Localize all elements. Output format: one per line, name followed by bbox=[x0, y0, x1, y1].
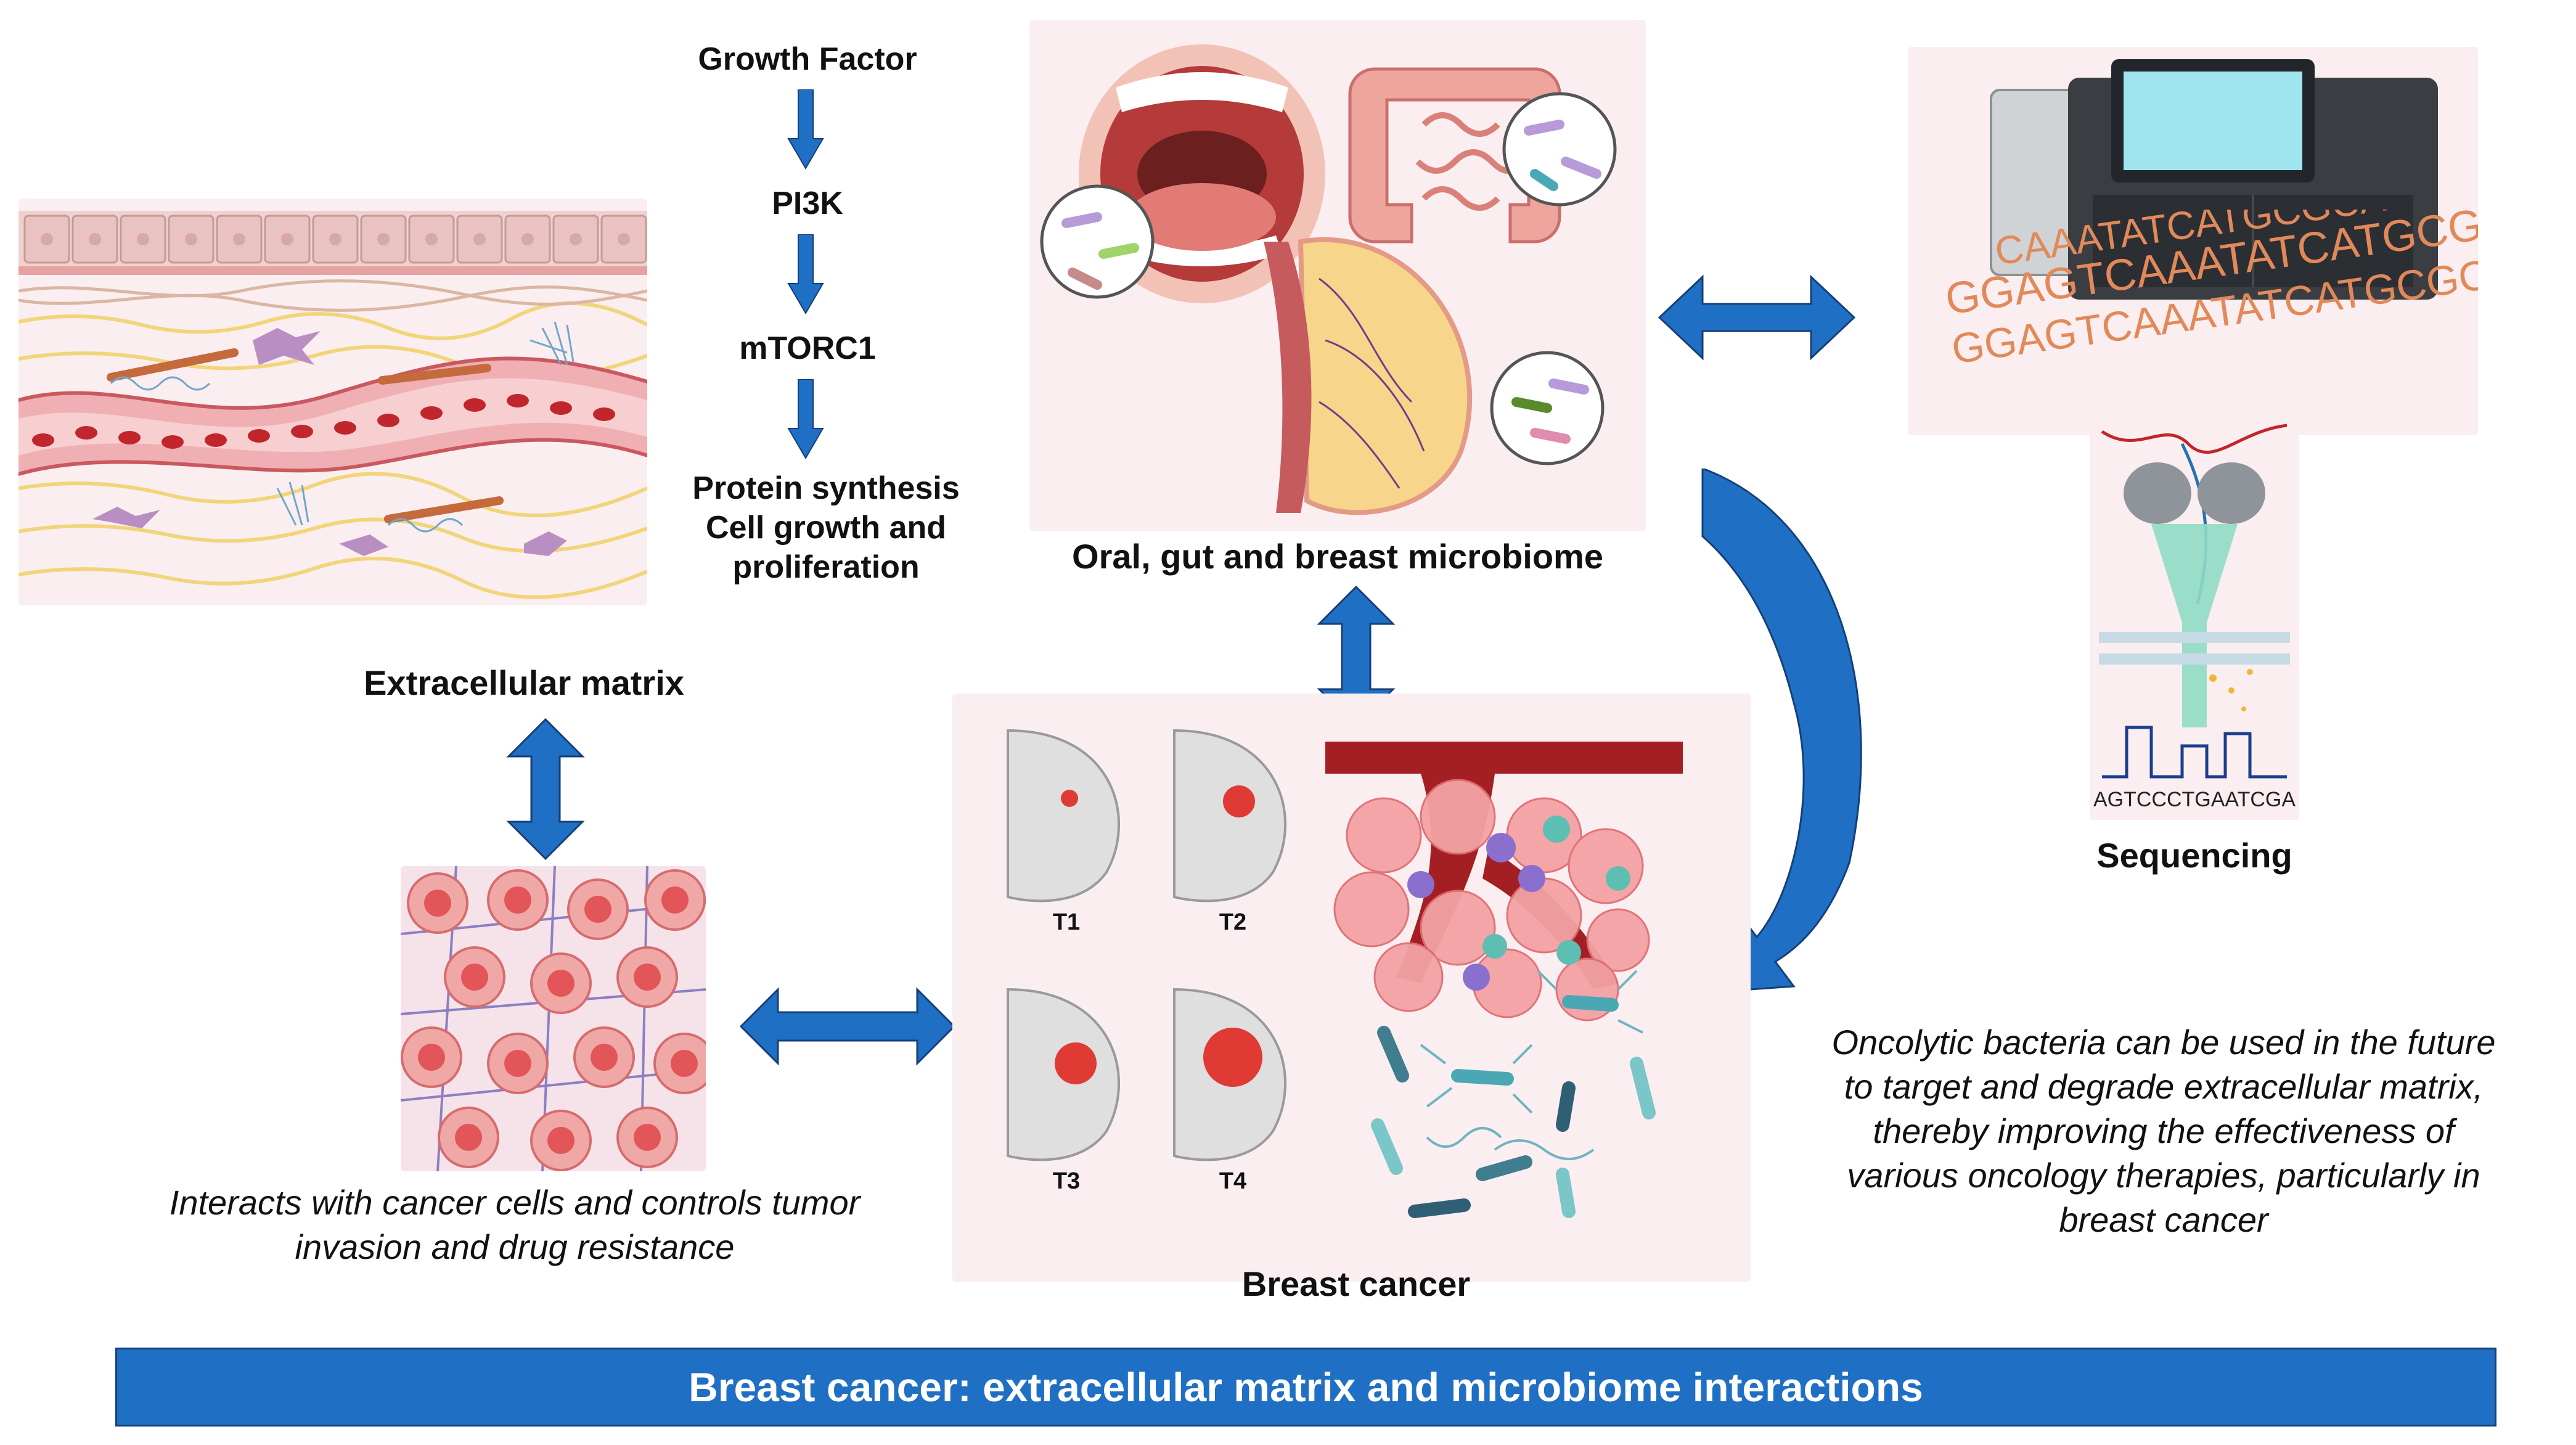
label-microbiome: Oral, gut and breast microbiome bbox=[1072, 537, 1603, 576]
curved-arrow-to-cancer bbox=[1701, 469, 1886, 1023]
caption-oncolytic-bacteria: Oncolytic bacteria can be used in the fu… bbox=[1763, 1020, 2564, 1242]
pathway-outcome-line: Cell growth and bbox=[706, 510, 946, 546]
pathway-outcome: Protein synthesis Cell growth and prolif… bbox=[647, 469, 1005, 587]
breast-cancer-illustration: T1 T2 T3 T4 bbox=[952, 694, 1751, 1282]
pathway-outcome-line: Protein synthesis bbox=[692, 470, 960, 506]
pathway-down-arrow bbox=[787, 379, 824, 459]
label-sequencing: Sequencing bbox=[2096, 836, 2292, 875]
label-extracellular-matrix: Extracellular matrix bbox=[364, 663, 684, 702]
microbiome-sequencing-double-arrow bbox=[1658, 274, 1855, 361]
pathway-down-arrow bbox=[787, 89, 824, 170]
caption-ecm-role-line: invasion and drug resistance bbox=[295, 1227, 735, 1266]
nanopore-illustration: AGTCCCTGAATCGA bbox=[2090, 419, 2299, 820]
stage-label-t1: T1 bbox=[1052, 909, 1081, 935]
microbiome-illustration bbox=[1029, 20, 1646, 531]
stage-label-t3: T3 bbox=[1052, 1168, 1081, 1194]
ecm-tissue-illustration bbox=[18, 199, 647, 605]
caption-oncolytic-line: thereby improving the effectiveness of bbox=[1873, 1111, 2455, 1150]
caption-oncolytic-line: Oncolytic bacteria can be used in the fu… bbox=[1831, 1023, 2496, 1062]
sequencer-illustration bbox=[1908, 47, 2478, 435]
ecm-cells-illustration bbox=[401, 866, 706, 1171]
ecm-cancer-double-arrow bbox=[740, 986, 955, 1066]
caption-oncolytic-line: breast cancer bbox=[2059, 1200, 2268, 1239]
stage-label-t4: T4 bbox=[1219, 1168, 1247, 1194]
caption-oncolytic-line: various oncology therapies, particularly… bbox=[1847, 1156, 2480, 1195]
caption-ecm-role: Interacts with cancer cells and controls… bbox=[74, 1181, 955, 1269]
pathway-down-arrow bbox=[787, 234, 824, 314]
title-banner: Breast cancer: extracellular matrix and … bbox=[115, 1348, 2496, 1427]
caption-oncolytic-line: to target and degrade extracellular matr… bbox=[1844, 1067, 2484, 1106]
label-breast-cancer: Breast cancer bbox=[1241, 1264, 1471, 1303]
pathway-outcome-line: proliferation bbox=[732, 549, 920, 585]
ecm-vertical-double-arrow bbox=[505, 718, 586, 860]
pathway-step-pi3k: PI3K bbox=[772, 186, 843, 221]
dna-sequence-strands: CAAATATCATGCGCAT GGAGTCAAATATCATGCG GGAG… bbox=[1911, 210, 2478, 388]
stage-label-t2: T2 bbox=[1219, 909, 1247, 935]
sequence-readout: AGTCCCTGAATCGA bbox=[2093, 788, 2296, 811]
pathway-step-mtorc1: mTORC1 bbox=[739, 330, 876, 366]
pathway-step-growth-factor: Growth Factor bbox=[698, 41, 917, 77]
caption-ecm-role-line: Interacts with cancer cells and controls… bbox=[169, 1183, 861, 1222]
